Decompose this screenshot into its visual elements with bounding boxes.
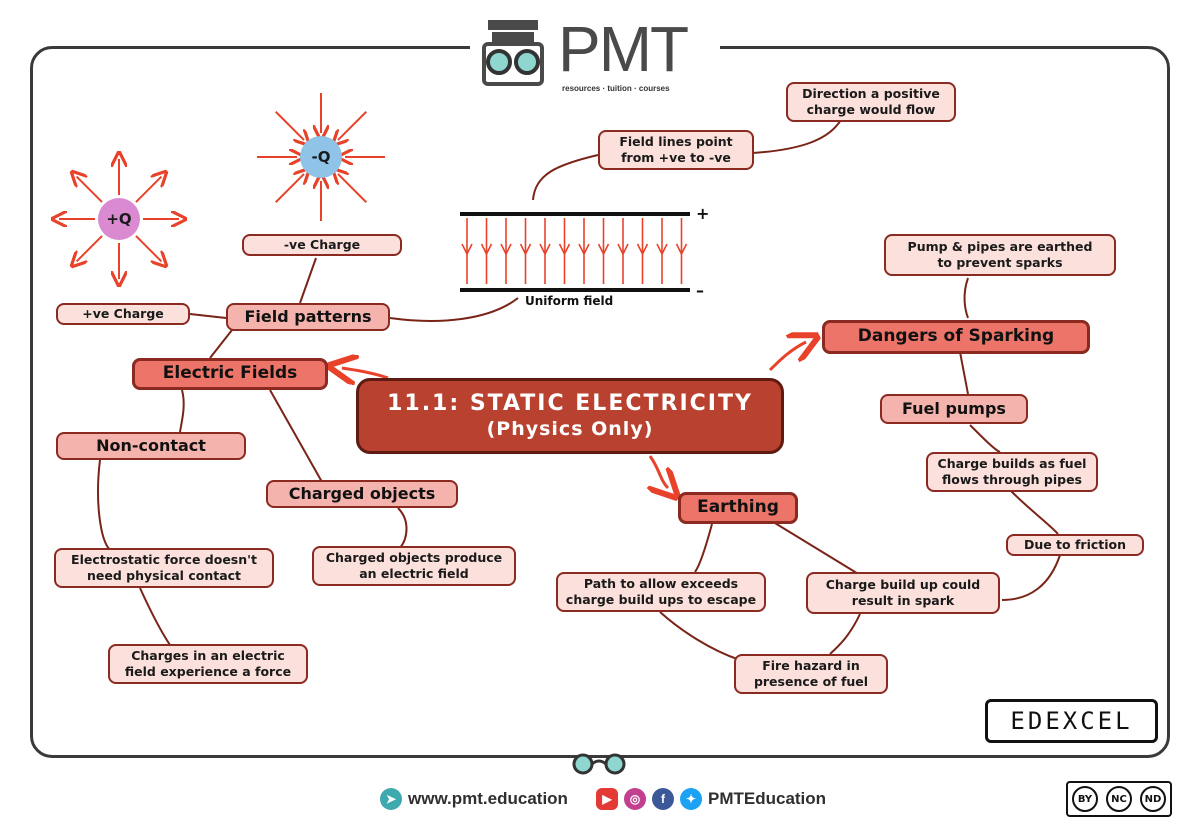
field-lines-note: Field lines point from +ve to -ve [598, 130, 754, 170]
glasses-icon [572, 753, 626, 775]
plate-plus-label: + [696, 204, 710, 223]
social-handle: PMTEducation [708, 789, 827, 808]
direction-note: Direction a positive charge would flow [786, 82, 956, 122]
uniform-field-arrowhead [617, 243, 629, 256]
positive-field-arrow [77, 235, 103, 261]
logo-tagline: resources · tuition · courses [562, 84, 670, 93]
pump-pipes-note: Pump & pipes are earthed to prevent spar… [884, 234, 1116, 276]
logo-text: PMT [558, 13, 689, 85]
charges-force-note: Charges in an electric field experience … [108, 644, 308, 684]
uniform-field-arrowhead [558, 243, 571, 256]
negative-charge-note: -ve Charge [242, 234, 402, 256]
uniform-field-arrowhead [636, 243, 649, 256]
charged-objects-note: Charged objects produce an electric fiel… [312, 546, 516, 586]
positive-field-arrow [77, 177, 103, 203]
cursor-icon: ➤ [380, 788, 402, 810]
pmt-logo: PMT resources · tuition · courses [470, 12, 720, 102]
youtube-icon[interactable]: ▶ [596, 788, 618, 810]
uniform-field-arrowhead [500, 243, 512, 256]
negative-charge: -Q [300, 136, 342, 178]
website-text: www.pmt.education [408, 789, 568, 808]
cc-nd-icon: ND [1140, 786, 1166, 812]
earthing-node: Earthing [678, 492, 798, 524]
exam-board-badge: EDEXCEL [985, 699, 1158, 743]
footer: ➤ www.pmt.education ▶ ◎ f ✦ PMTEducation [0, 788, 1200, 816]
fire-hazard-note: Fire hazard in presence of fuel [734, 654, 888, 694]
negative-field-arrow [338, 174, 367, 203]
negative-field-arrow [338, 111, 367, 140]
field-patterns-node: Field patterns [226, 303, 390, 331]
uniform-field-arrowhead [480, 243, 493, 256]
uniform-field-arrowhead [519, 243, 532, 256]
fuel-builds-note: Charge builds as fuel flows through pipe… [926, 452, 1098, 492]
uniform-field-label: Uniform field [525, 294, 614, 308]
negative-field-arrow [275, 111, 304, 140]
dangers-sparking-node: Dangers of Sparking [822, 320, 1090, 354]
twitter-icon[interactable]: ✦ [680, 788, 702, 810]
positive-charge: +Q [98, 198, 140, 240]
electrostatic-note: Electrostatic force doesn't need physica… [54, 548, 274, 588]
uniform-field-arrowhead [539, 243, 551, 256]
spark-note: Charge build up could result in spark [806, 572, 1000, 614]
non-contact-node: Non-contact [56, 432, 246, 460]
positive-charge-note: +ve Charge [56, 303, 190, 325]
uniform-field-arrowhead [461, 243, 473, 256]
uniform-field-arrowhead [578, 243, 590, 256]
instagram-icon[interactable]: ◎ [624, 788, 646, 810]
uniform-field-arrowhead [597, 243, 610, 256]
glasses-logo-icon [482, 20, 544, 86]
negative-field-arrow [275, 174, 304, 203]
fuel-pumps-node: Fuel pumps [880, 394, 1028, 424]
charged-objects-node: Charged objects [266, 480, 458, 508]
cc-nc-icon: NC [1106, 786, 1132, 812]
friction-note: Due to friction [1006, 534, 1144, 556]
central-topic: 11.1: STATIC ELECTRICITY (Physics Only) [356, 378, 784, 454]
path-note: Path to allow exceeds charge build ups t… [556, 572, 766, 612]
facebook-icon[interactable]: f [652, 788, 674, 810]
electric-fields-node: Electric Fields [132, 358, 328, 390]
positive-field-arrow [135, 177, 161, 203]
cc-by-icon: BY [1072, 786, 1098, 812]
positive-field-arrow [135, 235, 161, 261]
central-title: 11.1: STATIC ELECTRICITY [387, 391, 753, 417]
website-link[interactable]: ➤ www.pmt.education [380, 788, 568, 810]
central-subtitle: (Physics Only) [486, 417, 654, 440]
uniform-field-arrowhead [656, 243, 668, 256]
creative-commons-badge: BY NC ND [1066, 781, 1172, 817]
social-links[interactable]: ▶ ◎ f ✦ PMTEducation [596, 788, 826, 810]
uniform-field-arrowhead [675, 243, 688, 256]
plate-minus-label: – [696, 281, 704, 300]
